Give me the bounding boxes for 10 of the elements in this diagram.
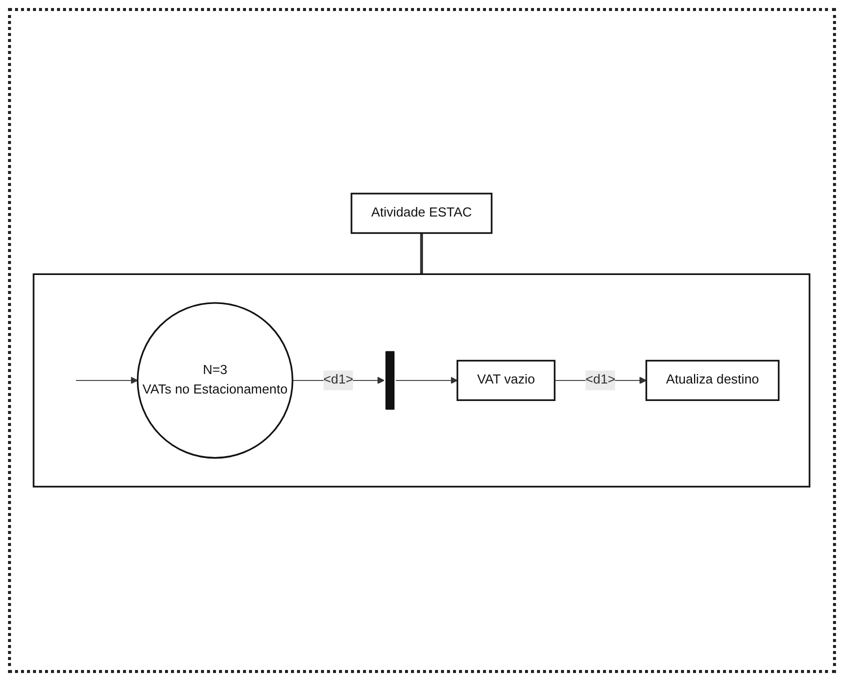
arrow	[396, 377, 458, 384]
edge-label: <d1>	[324, 373, 354, 388]
connector	[420, 233, 424, 275]
edge-label: <d1>	[586, 373, 616, 388]
arrow	[76, 377, 138, 384]
node-box: Atividade ESTAC	[351, 193, 493, 234]
node-circle: N=3 VATs no Estacionamento	[137, 302, 294, 460]
node-box: VAT vazio	[457, 360, 556, 402]
cluster	[33, 274, 811, 488]
node-box: Atualiza destino	[646, 360, 780, 402]
